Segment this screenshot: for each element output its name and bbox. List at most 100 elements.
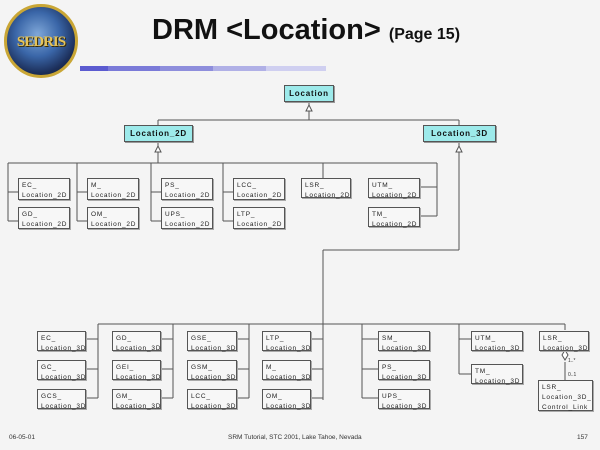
class-prefix: LTP_ [266,335,285,342]
class-gei-location-3d: GEI_ Location_3D [112,360,162,381]
class-gd-location-2d: GD_ Location_2D [18,207,70,229]
class-suffix: Location_3D [191,374,237,381]
class-prefix: GSM_ [191,364,213,371]
class-suffix: Location_2D [91,192,137,199]
class-prefix: UPS_ [165,211,186,218]
class-prefix: LSR_ [305,182,325,189]
class-prefix: EC_ [22,182,38,189]
bar-segment [213,66,266,71]
class-lsr-location-3d: LSR_ Location_3D [539,331,589,352]
class-tm-location-2d: TM_ Location_2D [368,207,420,228]
class-suffix: Location_2D [237,221,283,228]
class-prefix: GEI_ [116,364,135,371]
class-prefix: TM_ [372,211,388,218]
class-utm-location-2d: UTM_ Location_2D [368,178,420,199]
class-prefix: SM_ [382,335,398,342]
bar-segment [108,66,160,71]
class-gm-location-3d: GM_ Location_3D [112,389,162,410]
footer-center-text: SRM Tutorial, STC 2001, Lake Tahoe, Neva… [228,434,362,441]
class-prefix: PS_ [382,364,397,371]
class-suffix: Location_3D [266,403,312,410]
class-prefix: OM_ [91,211,108,218]
class-suffix: Location_2D [165,192,211,199]
class-ec-location-2d: EC_ Location_2D [18,178,70,200]
class-lcc-location-3d: LCC_ Location_3D [187,389,237,410]
class-prefix: OM_ [266,393,283,400]
logo-text: SEDRIS [16,34,66,50]
class-prefix: EC_ [41,335,57,342]
class-lsr-location-3d-control-link: LSR_ Location_3D_ Control_Link [538,380,593,411]
sedris-logo: SEDRIS [4,4,78,78]
class-suffix: Location_3D [475,378,521,385]
class-tm-location-3d: TM_ Location_3D [471,364,523,385]
class-suffix: Control_Link [542,404,589,411]
class-suffix: Location_3D [382,403,428,410]
class-suffix: Location_3D [475,345,521,352]
class-prefix: LSR_ [543,335,563,342]
multiplicity-upper: 1..* [568,358,576,364]
class-prefix: UTM_ [372,182,393,189]
class-suffix: Location_2D [22,221,68,228]
class-prefix: UTM_ [475,335,496,342]
class-location-3d: Location_3D [423,125,496,142]
class-ec-location-3d: EC_Location_3D [37,331,86,352]
class-ltp-location-2d: LTP_ Location_2D [233,207,285,229]
class-suffix: Location_2D [237,192,283,199]
class-suffix: Location_3D [191,403,237,410]
class-om-location-2d: OM_ Location_2D [87,207,139,229]
class-ups-location-3d: UPS_ Location_3D [378,389,430,410]
class-suffix: Location_2D [372,192,418,199]
class-suffix: Location_3D [543,345,589,352]
class-prefix: LCC_ [191,393,211,400]
class-suffix: Location_3D [116,374,162,381]
class-suffix: Location_2D [22,192,68,199]
class-prefix: TM_ [475,368,491,375]
class-ltp-location-3d: LTP_ Location_3D [262,331,312,352]
class-m-location-2d: M_Location_2D [87,178,139,200]
class-suffix: Location_2D [165,221,211,228]
class-gc-location-3d: GC_ Location_3D [37,360,87,381]
class-lcc-location-2d: LCC_Location_2D [233,178,285,200]
class-suffix: Location_3D [382,345,428,352]
class-m-location-3d: M_ Location_3D [262,360,312,381]
class-prefix: GSE_ [191,335,212,342]
class-prefix: GD_ [22,211,38,218]
class-location-2d: Location_2D [124,125,193,142]
class-gse-location-3d: GSE_ Location_3D [187,331,237,352]
class-prefix: PS_ [165,182,180,189]
slide-title: DRM <Location> (Page 15) [152,14,460,47]
class-ups-location-2d: UPS_ Location_2D [161,207,213,229]
class-suffix: Location_3D [41,374,87,381]
class-prefix: LTP_ [237,211,256,218]
title-page-ref: (Page 15) [388,26,461,43]
class-sm-location-3d: SM_ Location_3D [378,331,430,352]
class-gd-location-3d: GD_Location_3D [112,331,161,352]
class-prefix: LSR_ [542,384,562,391]
class-prefix: UPS_ [382,393,403,400]
class-suffix: Location_2D [372,221,418,228]
class-suffix: Location_3D [266,374,312,381]
class-gcs-location-3d: GCS_ Location_3D [37,389,87,410]
class-om-location-3d: OM_ Location_3D [262,389,312,410]
class-gsm-location-3d: GSM_ Location_3D [187,360,237,381]
multiplicity-lower: 0..1 [568,372,577,378]
bar-segment [80,66,108,71]
class-suffix: Location_2D [91,221,137,228]
class-suffix: Location_3D [191,345,237,352]
class-prefix: M_ [266,364,277,371]
class-suffix: Location_3D [382,374,428,381]
class-location-root: Location [284,85,334,102]
class-suffix: Location_2D [305,192,351,199]
class-suffix: Location_3D [266,345,312,352]
class-utm-location-3d: UTM_ Location_3D [471,331,523,352]
class-prefix: GM_ [116,393,133,400]
title-text: DRM <Location> [152,14,381,46]
class-prefix: GC_ [41,364,57,371]
class-suffix: Location_3D [116,403,162,410]
bar-segment [266,66,326,71]
class-suffix: Location_3D [41,403,87,410]
class-prefix: GCS_ [41,393,62,400]
class-ps-location-2d: PS_ Location_2D [161,178,213,200]
class-middle: Location_3D_ [542,394,592,401]
